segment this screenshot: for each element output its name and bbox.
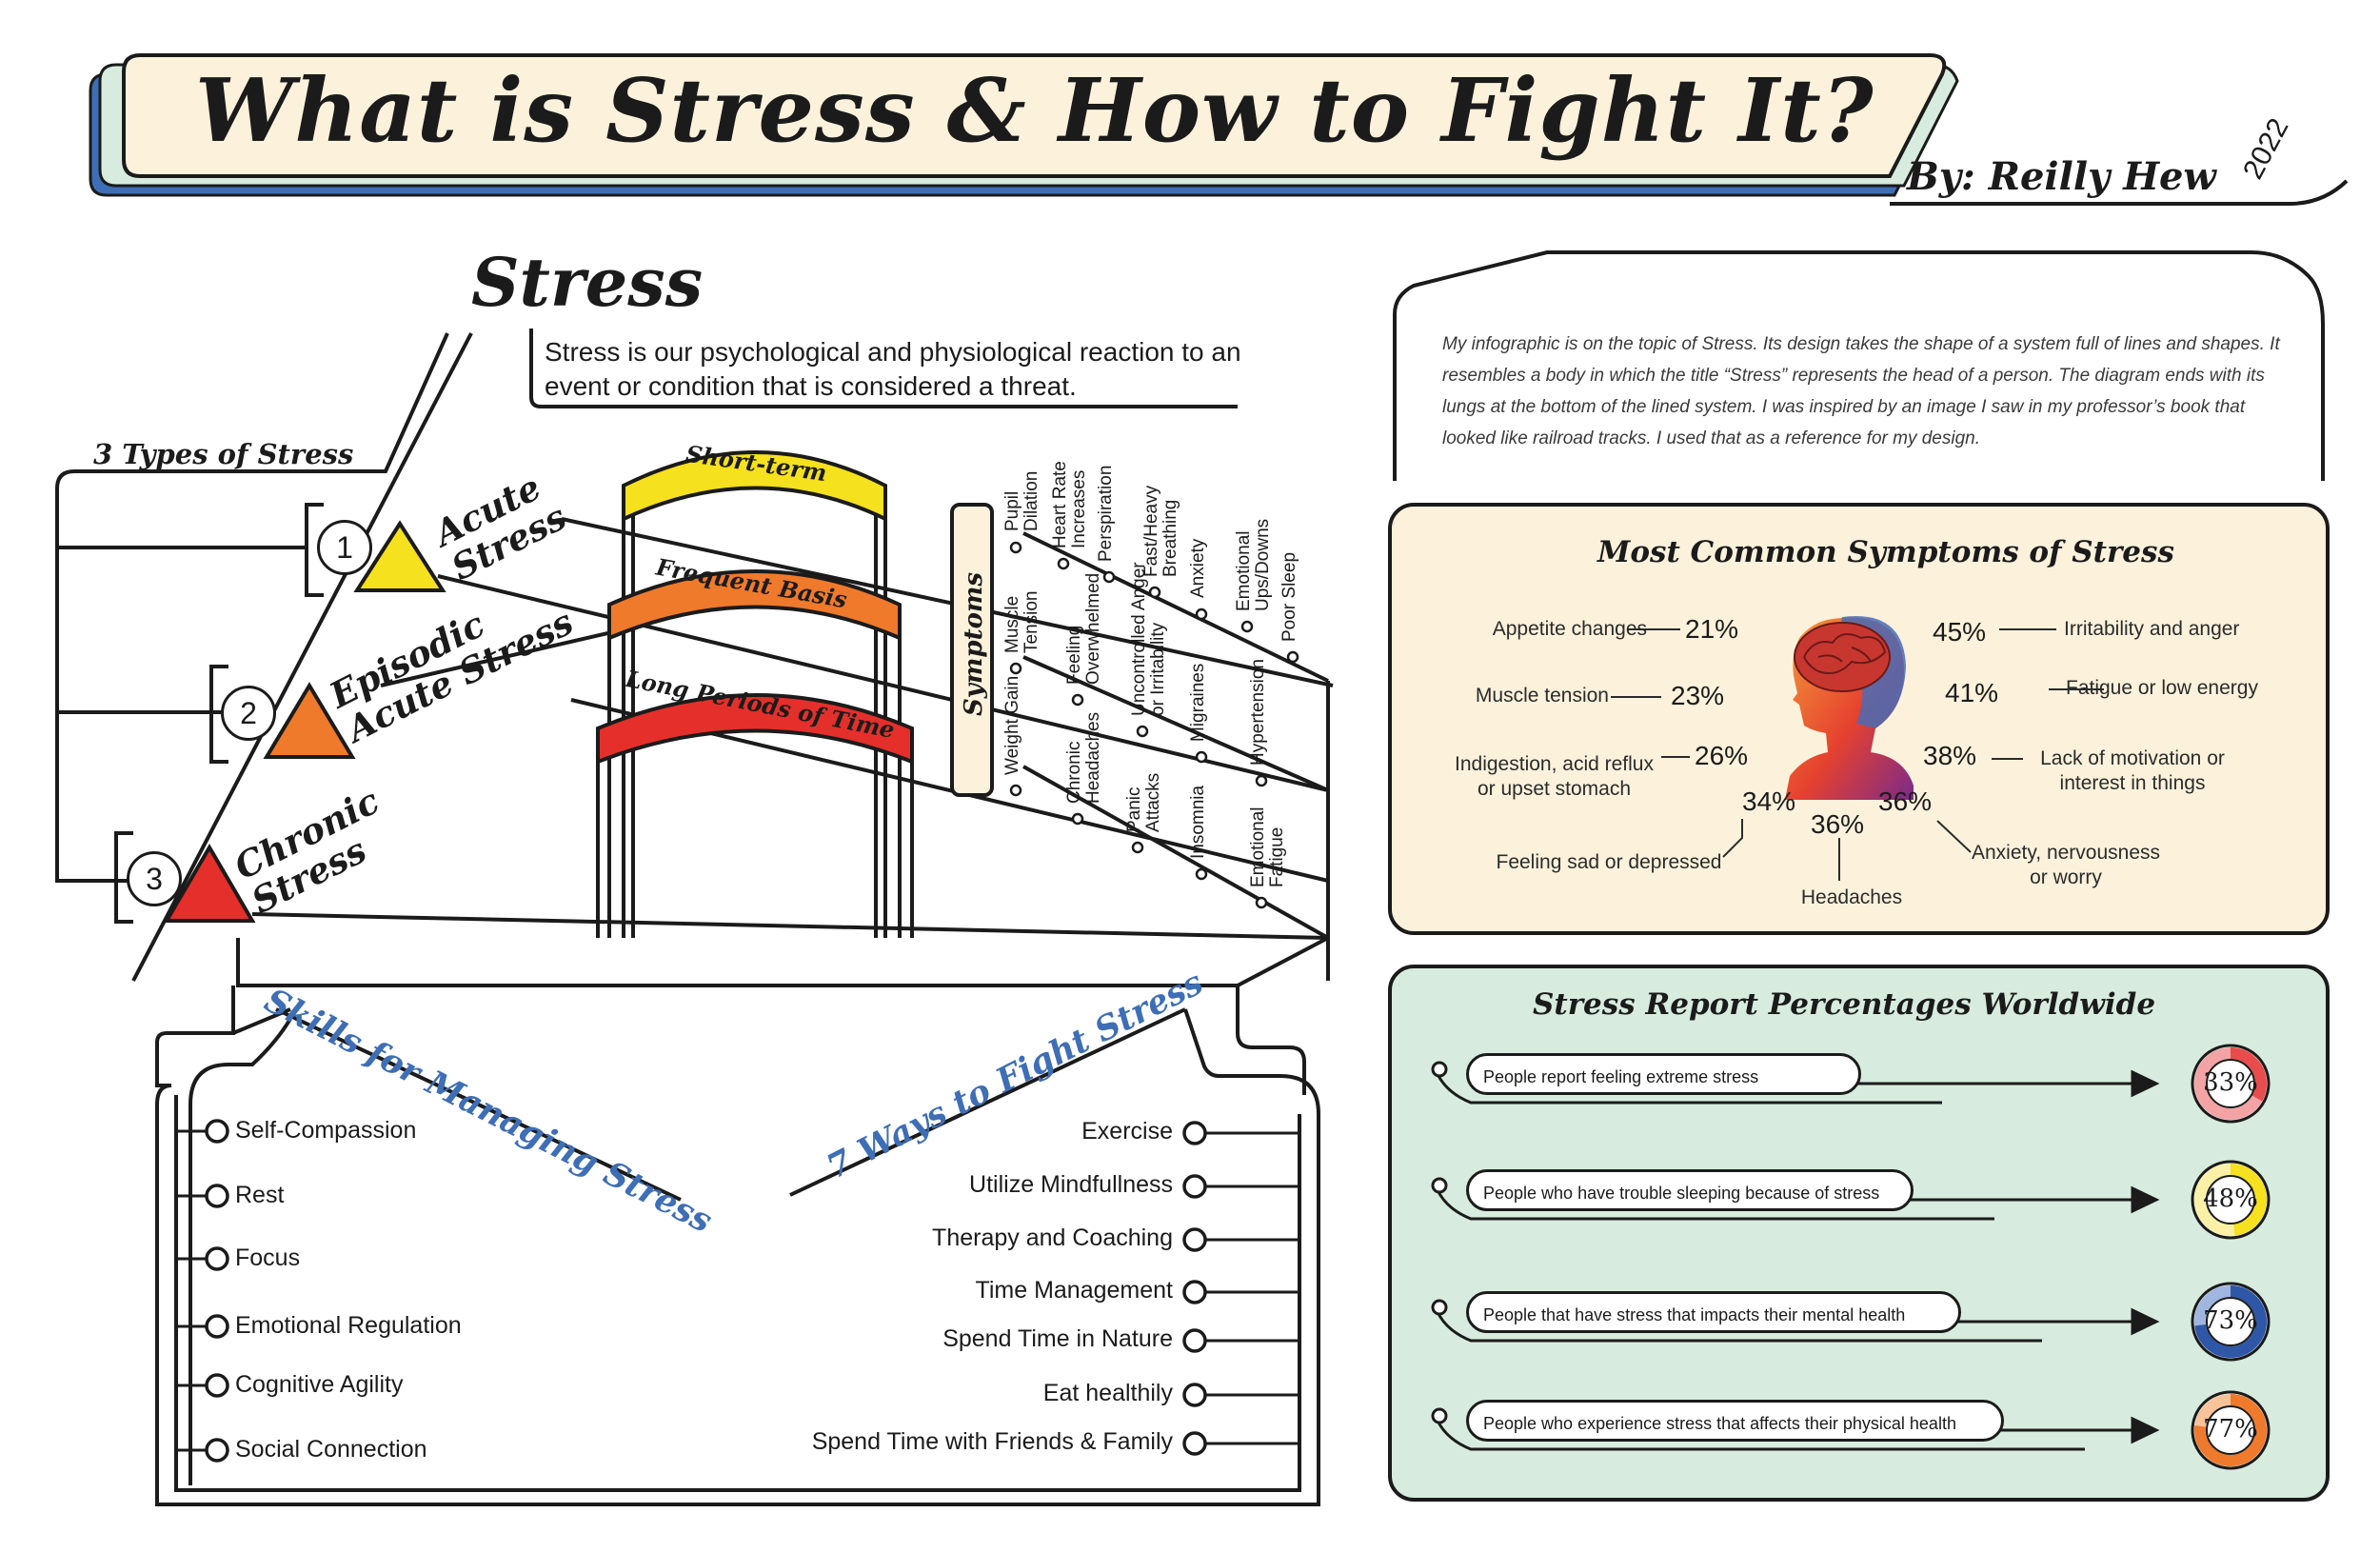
skill-item: Self-Compassion bbox=[235, 1117, 417, 1144]
symptom-label: Hypertension bbox=[1248, 659, 1268, 766]
symptom-label: Migraines bbox=[1188, 663, 1208, 742]
worldwide-panel bbox=[1388, 965, 2330, 1502]
stress-definition: Stress is our psychological and physiolo… bbox=[545, 337, 1241, 401]
acute-triangle bbox=[353, 520, 446, 592]
worldwide-heading: Stress Report Percentages Worldwide bbox=[1533, 987, 2156, 1022]
donut-percent: 48% bbox=[2203, 1185, 2258, 1213]
worldwide-stat-pill: People report feeling extreme stress bbox=[1466, 1053, 1861, 1095]
way-item: Therapy and Coaching bbox=[932, 1224, 1173, 1251]
symptom-label: Anxiety bbox=[1188, 538, 1208, 598]
donut-value-arc bbox=[2194, 1285, 2267, 1358]
skill-dot-lines bbox=[176, 1129, 207, 1452]
type-number-2: 2 bbox=[221, 686, 276, 741]
symptom-stat-percent: 26% bbox=[1695, 741, 1749, 770]
about-box-outline bbox=[1393, 250, 2325, 481]
donut-percent: 73% bbox=[2203, 1306, 2258, 1335]
skill-item: Focus bbox=[235, 1244, 301, 1271]
symptom-stat-label: Muscle tension bbox=[1475, 685, 1609, 707]
skill-item: Social Connection bbox=[235, 1436, 427, 1463]
worldwide-stat-pill: People who have trouble sleeping because… bbox=[1466, 1169, 1914, 1211]
worldwide-stat-pill: People that have stress that impacts the… bbox=[1466, 1291, 1961, 1333]
symptom-stat-percent: 41% bbox=[1945, 678, 1999, 707]
donut-percent: 77% bbox=[2203, 1415, 2258, 1443]
skill-dots bbox=[205, 1119, 229, 1463]
definition-bracket bbox=[529, 329, 1238, 408]
page-title: What is Stress & How to Fight It? bbox=[195, 59, 1874, 162]
symptom-stat-percent: 36% bbox=[1811, 809, 1865, 839]
way-item: Spend Time in Nature bbox=[942, 1325, 1173, 1352]
common-symptoms-heading: Most Common Symptoms of Stress bbox=[1597, 535, 2174, 569]
symptom-stat-percent: 45% bbox=[1933, 617, 1987, 647]
way-item: Exercise bbox=[1081, 1118, 1173, 1145]
symptom-stat-label: Irritability and anger bbox=[2064, 618, 2240, 640]
frequent-basis-arch bbox=[607, 569, 902, 642]
symptom-stat-label: Feeling sad or depressed bbox=[1496, 851, 1722, 873]
worldwide-stat-pill: People who experience stress that affect… bbox=[1466, 1400, 2004, 1442]
head-illustration bbox=[1785, 616, 1914, 800]
way-item: Time Management bbox=[975, 1277, 1174, 1304]
symptom-stat-label: Anxiety, nervousness or worry bbox=[1971, 842, 2161, 888]
author-byline: By: Reilly Hew bbox=[1907, 154, 2216, 199]
symptoms-title: Symptoms bbox=[960, 571, 988, 716]
donut-value-arc bbox=[2194, 1047, 2267, 1120]
donut-value-arc bbox=[2194, 1164, 2267, 1236]
symptom-label: Insomnia bbox=[1188, 785, 1208, 859]
type-number-1: 1 bbox=[317, 520, 372, 575]
type-number-3: 3 bbox=[127, 851, 182, 906]
symptom-stat-percent: 36% bbox=[1878, 786, 1933, 816]
symptom-label: Weight Gain bbox=[1002, 675, 1022, 775]
about-text: My infographic is on the topic of Stress… bbox=[1442, 334, 2280, 448]
episodic-triangle bbox=[263, 682, 356, 759]
title-banner bbox=[89, 53, 2349, 206]
symptom-stat-label: Fatigue or low energy bbox=[2066, 677, 2258, 699]
skill-item: Emotional Regulation bbox=[235, 1312, 462, 1339]
short-term-arch bbox=[622, 450, 887, 523]
stress-heading: Stress bbox=[471, 243, 704, 322]
bottom-branch-lines bbox=[155, 986, 1320, 1506]
long-periods-arch bbox=[596, 693, 914, 765]
way-item: Utilize Mindfullness bbox=[969, 1171, 1173, 1198]
symptom-label: Perspiration bbox=[1096, 465, 1116, 562]
symptom-stat-label: Appetite changes bbox=[1492, 618, 1647, 640]
way-item: Spend Time with Friends & Family bbox=[811, 1428, 1173, 1455]
stress-diagram-lines bbox=[55, 332, 1334, 987]
skill-item: Cognitive Agility bbox=[235, 1371, 404, 1398]
donut-percent: 33% bbox=[2203, 1068, 2258, 1097]
donut-value-arc bbox=[2194, 1394, 2267, 1466]
symptom-stat-percent: 38% bbox=[1923, 741, 1977, 770]
way-dots bbox=[1182, 1121, 1207, 1456]
symptom-stat-label: Lack of motivation or interest in things bbox=[2040, 747, 2225, 794]
symptom-stat-label: Headaches bbox=[1800, 886, 1903, 908]
worldwide-donuts bbox=[2191, 1044, 2271, 1470]
symptoms-column bbox=[950, 503, 994, 797]
common-symptoms-leader-lines bbox=[1611, 628, 2104, 881]
skill-item: Rest bbox=[235, 1182, 285, 1208]
types-heading: 3 Types of Stress bbox=[93, 438, 354, 470]
way-item: Eat healthily bbox=[1042, 1380, 1173, 1406]
symptom-stat-label: Indigestion, acid reflux or upset stomac… bbox=[1455, 753, 1654, 800]
chronic-triangle bbox=[163, 844, 256, 923]
symptom-stat-percent: 23% bbox=[1671, 681, 1725, 710]
way-dot-lines bbox=[1205, 1131, 1299, 1445]
symptom-label: Poor Sleep bbox=[1279, 551, 1299, 642]
symptom-dots bbox=[1009, 541, 1299, 909]
symptom-stat-percent: 21% bbox=[1685, 614, 1739, 644]
symptom-stat-percent: 34% bbox=[1742, 786, 1796, 816]
